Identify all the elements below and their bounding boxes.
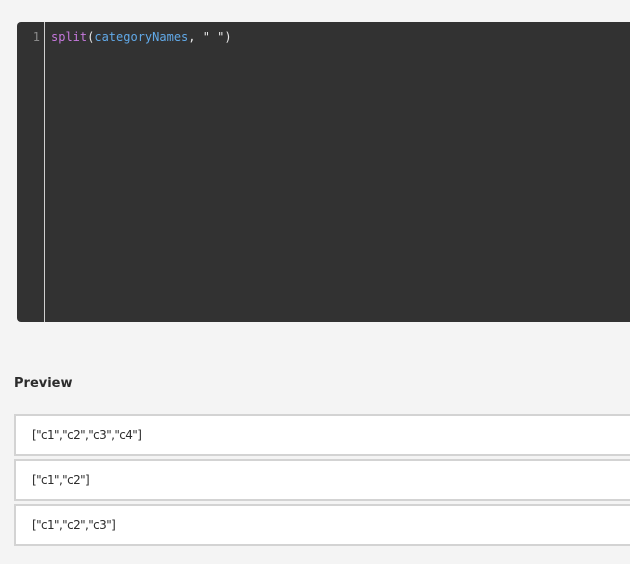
code-line[interactable]: split(categoryNames, " ") bbox=[51, 30, 232, 44]
preview-title: Preview bbox=[14, 376, 73, 391]
line-gutter: 1 bbox=[17, 22, 45, 322]
function-token: split bbox=[51, 30, 88, 44]
comma-token: , bbox=[188, 30, 203, 44]
preview-row: ["c1","c2","c3","c4"] bbox=[14, 414, 630, 456]
preview-row: ["c1","c2"] bbox=[14, 459, 630, 501]
preview-list: ["c1","c2","c3","c4"] ["c1","c2"] ["c1",… bbox=[14, 414, 630, 549]
close-paren-token: ) bbox=[224, 30, 232, 44]
string-token: " " bbox=[202, 30, 225, 44]
line-number: 1 bbox=[32, 30, 40, 44]
preview-row: ["c1","c2","c3"] bbox=[14, 504, 630, 546]
argument-token: categoryNames bbox=[94, 30, 189, 44]
open-paren-token: ( bbox=[87, 30, 95, 44]
expression-editor[interactable]: 1 split(categoryNames, " ") bbox=[17, 22, 630, 322]
